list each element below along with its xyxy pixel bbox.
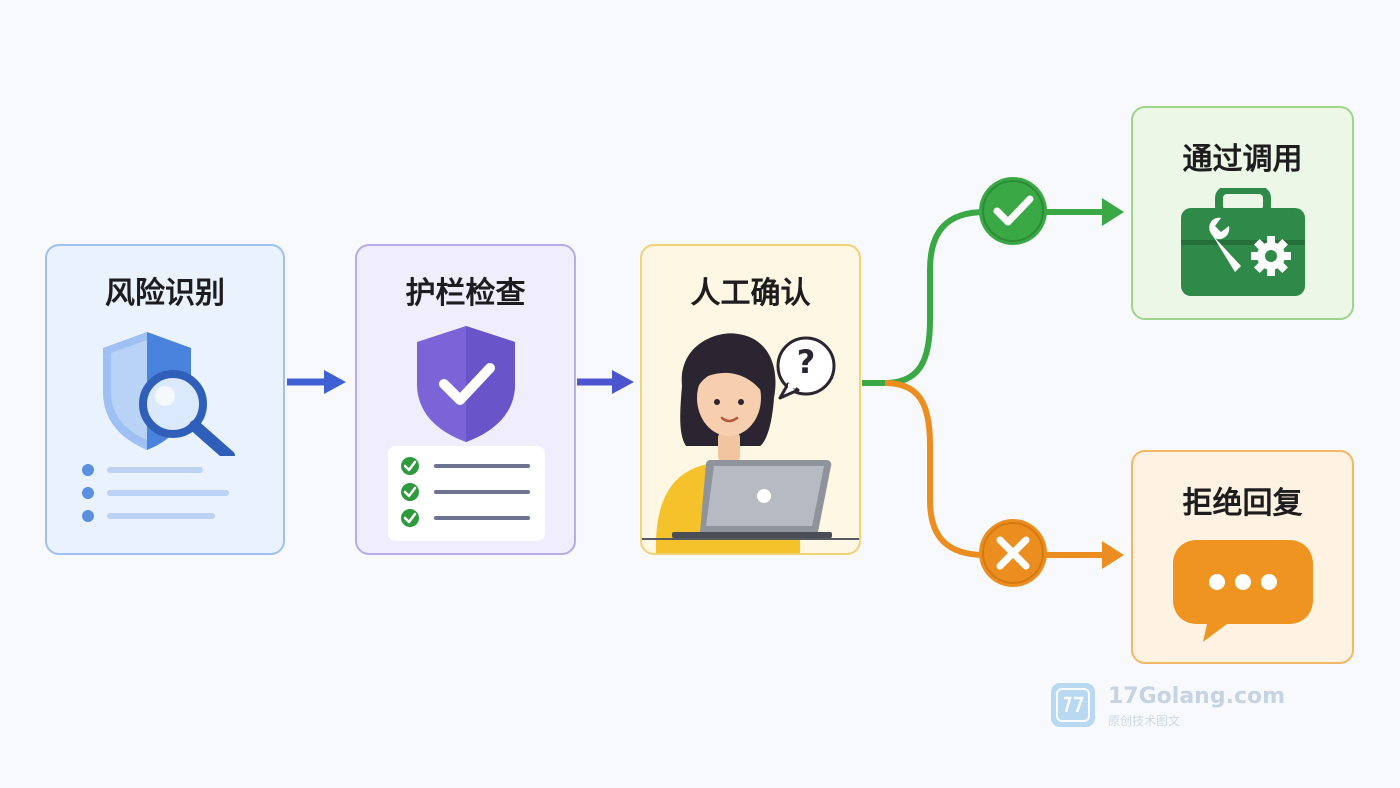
step-risk-identification: 风险识别 xyxy=(45,244,285,555)
shield-magnifier-icon xyxy=(103,332,235,456)
risk-list-icon xyxy=(82,464,229,522)
outcome-reject-reply: 拒绝回复 xyxy=(1131,450,1354,664)
risk-title: 风险识别 xyxy=(105,276,225,311)
checklist-icon xyxy=(401,457,530,527)
question-bubble-icon xyxy=(776,336,836,400)
shield-check-icon xyxy=(417,326,515,442)
pass-title: 通过调用 xyxy=(1182,142,1303,177)
reject-cross-icon xyxy=(979,519,1047,587)
arrow-risk-to-guardrail xyxy=(287,370,346,394)
arrow-guardrail-to-human xyxy=(577,370,634,394)
watermark-subtitle: 原创技术图文 xyxy=(1108,714,1181,728)
watermark: 17Golang.com 原创技术图文 xyxy=(1050,682,1285,732)
watermark-logo-icon xyxy=(1051,683,1095,727)
watermark-brand: 17Golang.com xyxy=(1108,684,1286,709)
human-title: 人工确认 xyxy=(690,276,811,311)
reject-title: 拒绝回复 xyxy=(1182,486,1303,521)
guardrail-title: 护栏检查 xyxy=(405,276,526,311)
step-guardrail-check: 护栏检查 xyxy=(355,244,576,555)
step-human-confirmation: 人工确认 ? xyxy=(640,244,861,555)
person-laptop-icon xyxy=(642,333,859,553)
branch-approve xyxy=(862,198,1124,386)
approve-check-icon xyxy=(979,177,1047,245)
toolbox-icon xyxy=(1181,188,1305,296)
checklist-panel xyxy=(388,446,545,541)
question-mark: ? xyxy=(796,343,816,381)
chat-bubble-icon xyxy=(1173,540,1313,642)
branch-reject xyxy=(884,380,1124,569)
outcome-pass-call: 通过调用 xyxy=(1131,106,1354,320)
